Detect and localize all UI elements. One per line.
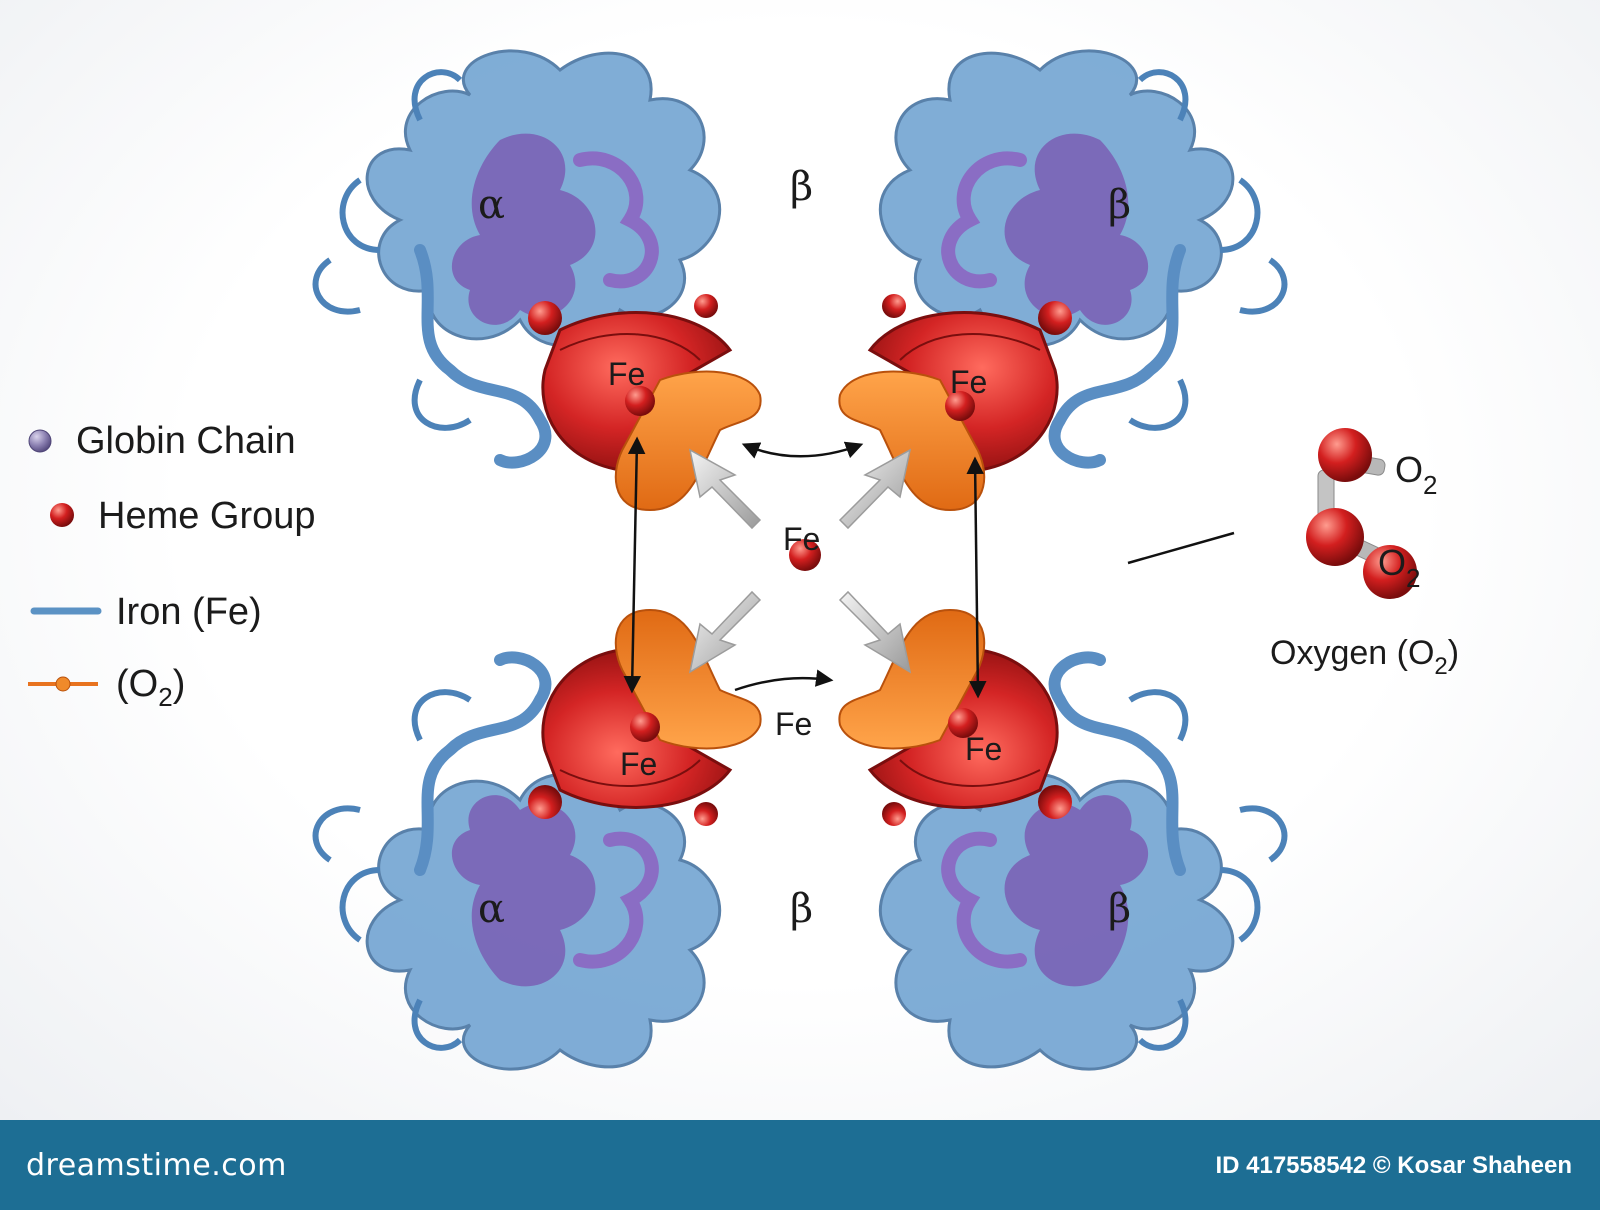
fe-label-top-right: Fe [950, 364, 987, 400]
iron-atom-top-right [945, 391, 975, 421]
subunit-label-top-center: β [790, 164, 813, 210]
legend-label-iron: Iron (Fe) [116, 591, 262, 633]
legend: Globin Chain Heme Group Iron (Fe) (O2) [28, 420, 316, 712]
heme-group-ball [528, 301, 562, 335]
globin-subunit-top-left [312, 49, 721, 469]
diagram-stage: Fe Fe Fe Fe Fe Fe α β β α β β O2 O2 Oxyg… [0, 0, 1600, 1120]
oxygen-atom-2 [1306, 508, 1364, 566]
globin-subunit-bottom-left [312, 651, 721, 1071]
heme-disc-top-left [541, 311, 762, 512]
globin-subunit-top-right [879, 49, 1288, 469]
oxygen-atom-3 [1363, 545, 1417, 599]
iron-atom-bottom-right [948, 708, 978, 738]
legend-label-heme: Heme Group [98, 495, 316, 537]
subunit-label-bottom-center: β [790, 886, 813, 932]
pointer-line [1127, 531, 1235, 565]
red-sphere-icon [50, 503, 74, 527]
iron-atom-bottom-left [630, 712, 660, 742]
iron-atom-center [789, 539, 821, 571]
oxygen-caption: Oxygen (O2) [1270, 634, 1459, 680]
subunit-label-top-right: β [1108, 182, 1131, 228]
hemoglobin-diagram: Fe Fe Fe Fe Fe Fe α β β α β β O2 O2 Oxyg… [28, 49, 1459, 1071]
fe-label-bottom-left: Fe [620, 746, 657, 782]
subunit-labels: α β β α β β [478, 164, 1131, 932]
fe-label-top-left: Fe [608, 356, 645, 392]
subunit-label-bottom-right: β [1108, 886, 1131, 932]
fe-label-lower-center: Fe [775, 706, 812, 742]
fe-label-bottom-right: Fe [965, 731, 1002, 767]
heme-disc-bottom-right [838, 608, 1059, 809]
watermark-footer: dreamstime.com ID 417558542 © Kosar Shah… [0, 1120, 1600, 1210]
globin-subunit-bottom-right [879, 651, 1288, 1071]
fe-label-center: Fe [783, 521, 820, 557]
brand-logo[interactable]: dreamstime.com [26, 1148, 287, 1183]
gray-arrows [688, 448, 912, 674]
iron-labels: Fe Fe Fe Fe Fe Fe [608, 356, 1002, 782]
legend-label-o2: (O2) [116, 663, 185, 712]
o2-label-lower: O2 [1378, 542, 1420, 593]
oxygen-molecule: O2 O2 Oxygen (O2) [1270, 428, 1459, 680]
o2-label-upper: O2 [1395, 449, 1437, 500]
subunit-label-bottom-left: α [478, 886, 505, 932]
image-credit: ID 417558542 © Kosar Shaheen [1215, 1152, 1572, 1179]
purple-sphere-icon [28, 429, 52, 453]
legend-label-globin: Globin Chain [76, 420, 296, 462]
interaction-arrows [623, 436, 987, 699]
iron-atom-top-left [625, 386, 655, 416]
oxygen-atom-1 [1318, 428, 1372, 482]
subunit-label-top-left: α [478, 182, 505, 228]
